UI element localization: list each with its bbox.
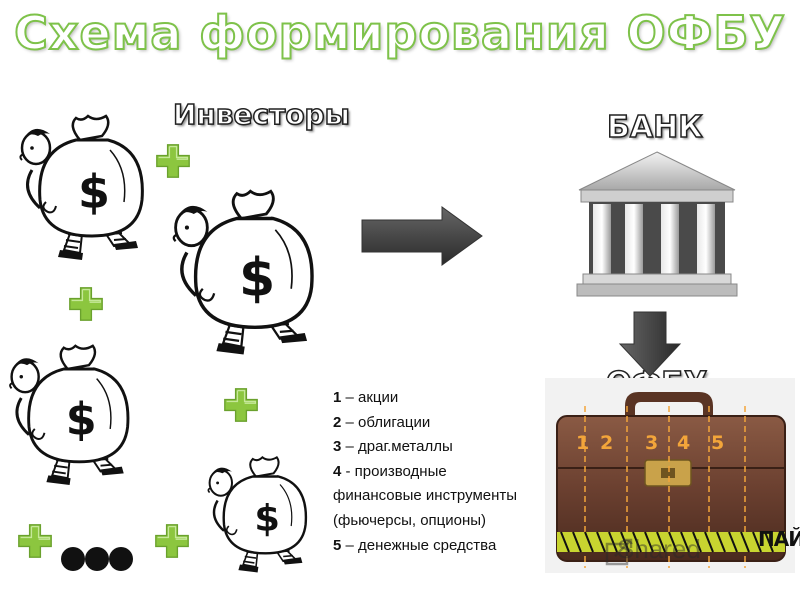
portfolio-cell-label: 1 xyxy=(576,432,590,454)
ellipsis-dots-icon xyxy=(61,547,133,571)
legend-item: 2 – облигации xyxy=(333,411,548,436)
legend: 1 – акции 2 – облигации 3 – драг.металлы… xyxy=(333,386,548,558)
down-arrow-icon xyxy=(618,311,682,377)
portfolio-cell-label: 3 xyxy=(645,432,659,454)
legend-item-number: 1 xyxy=(333,389,342,406)
legend-item-text: – драг.металлы xyxy=(341,438,453,456)
plus-icon xyxy=(17,523,53,559)
legend-item: 1 – акции xyxy=(333,386,548,411)
legend-item: 5 – денежные средства xyxy=(333,534,548,559)
bank-building-icon xyxy=(576,151,738,297)
investor-moneybag-icon xyxy=(10,105,160,265)
legend-item-text: – облигации xyxy=(341,413,431,431)
legend-item-number: 3 xyxy=(333,438,342,456)
investor-moneybag-icon xyxy=(200,440,320,585)
legend-item-number: 4 xyxy=(333,462,342,480)
diagram-title: Схема формирования ОФБУ xyxy=(13,5,786,61)
portfolio-cell-label: 5 xyxy=(711,432,725,454)
bank-heading: БАНК xyxy=(606,109,703,146)
legend-item-number: 2 xyxy=(333,413,342,431)
plus-icon xyxy=(154,523,190,559)
plus-icon xyxy=(223,387,259,423)
right-arrow-icon xyxy=(361,206,483,266)
portfolio-cell-label: 4 xyxy=(677,432,691,454)
legend-item-text: – акции xyxy=(341,389,399,406)
investor-moneybag-icon xyxy=(162,172,332,367)
portfolio-cell-label: 2 xyxy=(600,432,614,454)
legend-item-text: – денежные средства xyxy=(341,536,497,554)
legend-item-number: 5 xyxy=(333,536,342,554)
investor-moneybag-icon xyxy=(0,330,145,495)
plus-icon xyxy=(68,286,104,322)
watermark-text: Shared xyxy=(617,534,701,564)
legend-item-text: - производные финансовые инструменты (фь… xyxy=(333,462,518,529)
share-icon xyxy=(605,538,633,566)
investors-heading: Инвесторы xyxy=(172,97,350,132)
pai-label: ПАЙ xyxy=(758,527,800,551)
briefcase-icon xyxy=(545,378,795,573)
legend-item: 4 - производные финансовые инструменты (… xyxy=(333,460,523,534)
plus-icon xyxy=(155,143,191,179)
legend-item: 3 – драг.металлы xyxy=(333,435,548,460)
